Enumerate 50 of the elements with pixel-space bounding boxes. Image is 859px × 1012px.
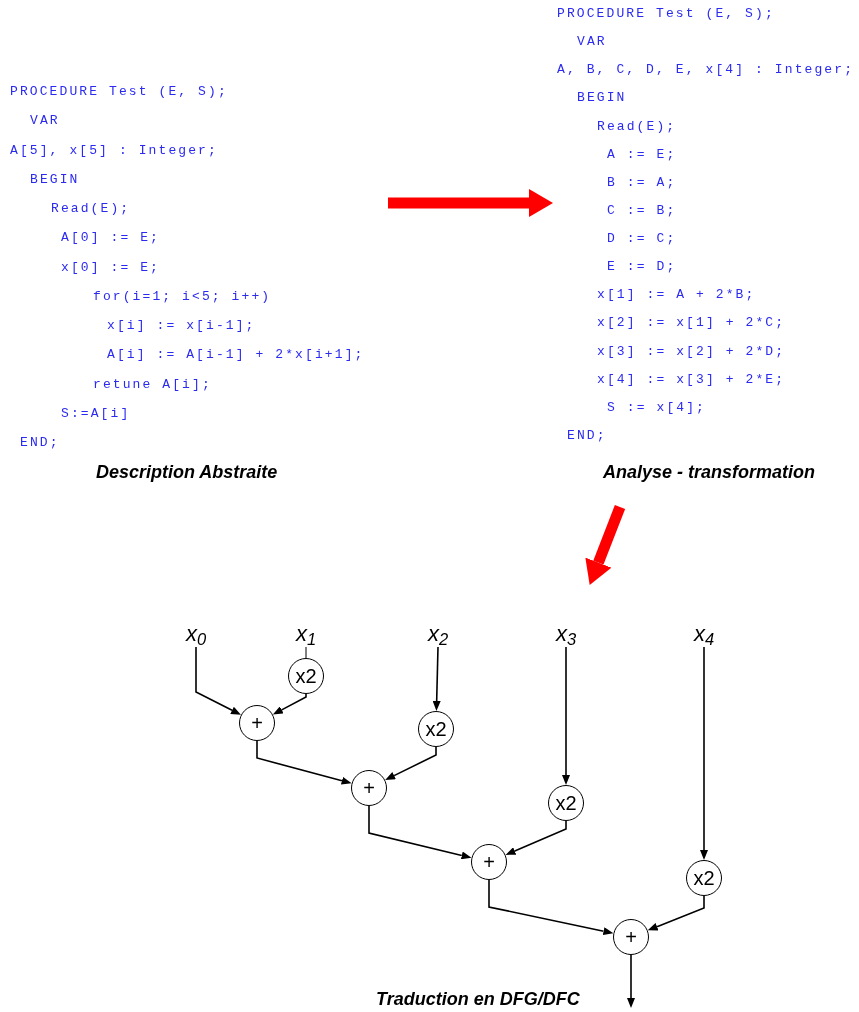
code-line: Read(E); xyxy=(597,118,677,135)
code-line: x[3] := x[2] + 2*D; xyxy=(597,343,786,360)
caption: Description Abstraite xyxy=(96,461,278,484)
arrow xyxy=(700,646,708,860)
arrow xyxy=(627,954,635,1008)
arrow xyxy=(388,189,553,217)
code-line: VAR xyxy=(577,34,607,51)
code-line: Read(E); xyxy=(51,201,131,217)
code-line: x[0] := E; xyxy=(61,259,160,276)
code-line: A[0] := E; xyxy=(61,230,160,247)
variable-label: x$_{2}$ xyxy=(427,622,449,646)
arrow xyxy=(256,740,352,785)
caption: Analyse - transformation xyxy=(603,461,816,484)
code-line: A, B, C, D, E, x[4] : Integer; xyxy=(557,62,855,79)
variable-label: x$_{0}$ xyxy=(185,622,207,646)
code-line: A[5], x[5] : Integer; xyxy=(10,142,218,159)
code-line: B := A; xyxy=(607,174,677,191)
arrow xyxy=(647,895,705,931)
variable-label: x$_{4}$ xyxy=(693,622,715,646)
code-line: retune A[i]; xyxy=(93,376,212,393)
arrow xyxy=(385,746,437,781)
arrow xyxy=(505,820,567,855)
code-line: x[4] := x[3] + 2*E; xyxy=(597,371,786,388)
code-line: for(i=1; i<5; i++) xyxy=(93,288,272,305)
code-line: PROCEDURE Test (E, S); xyxy=(10,84,228,100)
code-line: x[1] := A + 2*B; xyxy=(597,287,756,304)
code-line: END; xyxy=(567,427,607,444)
variable-label: x$_{1}$ xyxy=(295,622,317,646)
caption: Traduction en DFG/DFC xyxy=(376,988,580,1011)
code-line: S := x[4]; xyxy=(607,399,706,416)
arrow xyxy=(585,505,626,585)
variable-label: x$_{3}$ xyxy=(555,622,577,646)
code-line: E := D; xyxy=(607,259,677,276)
code-line: A[i] := A[i-1] + 2*x[i+1]; xyxy=(107,347,365,364)
arrow xyxy=(488,879,614,936)
arrow xyxy=(432,646,441,711)
code-line: BEGIN xyxy=(30,171,80,188)
code-line: C := B; xyxy=(607,202,677,219)
code-line: x[2] := x[1] + 2*C; xyxy=(597,315,786,332)
code-line: END; xyxy=(20,435,60,451)
code-line: S:=A[i] xyxy=(61,405,131,422)
code-line: A := E; xyxy=(607,146,677,163)
arrow xyxy=(368,805,472,860)
code-line: x[i] := x[i-1]; xyxy=(107,318,256,334)
code-line: BEGIN xyxy=(577,90,627,107)
code-line: PROCEDURE Test (E, S); xyxy=(557,6,775,22)
arrow xyxy=(562,646,570,785)
arrow xyxy=(195,646,241,715)
code-line: D := C; xyxy=(607,231,677,248)
code-line: VAR xyxy=(30,113,60,130)
